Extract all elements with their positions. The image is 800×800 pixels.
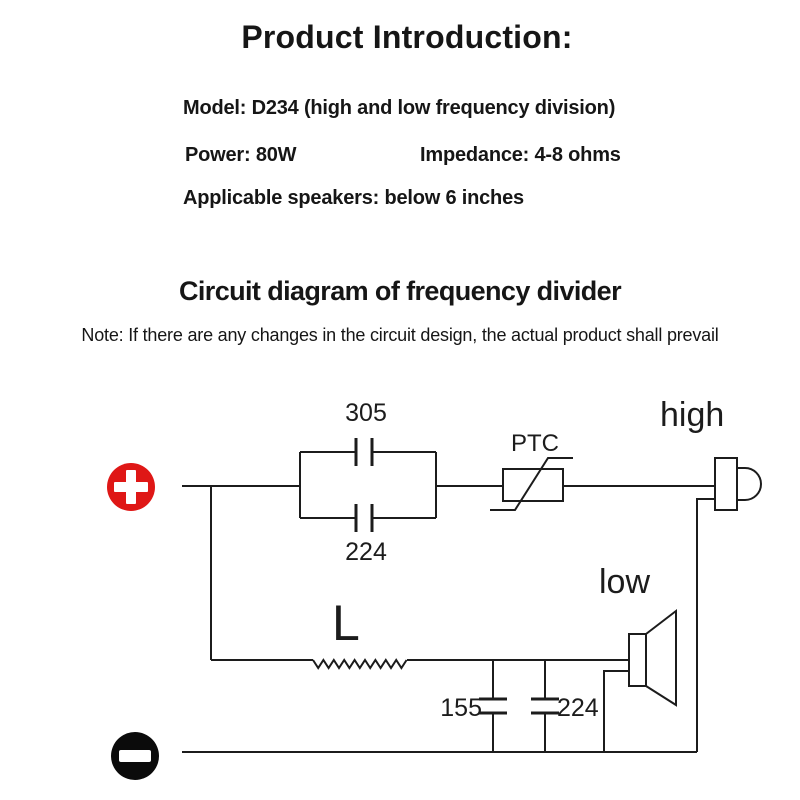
ptc-label: PTC [511,430,559,457]
capacitor-224-top-label: 224 [345,538,387,566]
woofer-return-wire [603,670,629,752]
parallel-capacitor-block [299,452,437,518]
capacitor-224-bottom-label: 224 [557,694,599,722]
ptc-diagonal [490,457,573,511]
low-pass-branch [210,486,677,752]
tweeter-return-wire [696,498,715,752]
capacitor-224-symbol [354,504,374,532]
woofer-speaker-icon [628,633,647,687]
minus-icon [111,732,159,780]
spec-applicable: Applicable speakers: below 6 inches [183,187,524,209]
inductor-symbol [312,658,408,670]
section-note: Note: If there are any changes in the ci… [81,325,719,345]
plus-icon [107,463,155,511]
page-title: Product Introduction: [241,19,573,55]
capacitor-305-symbol [354,438,374,466]
minus-bar [119,750,151,762]
capacitor-155-symbol [479,697,507,715]
tweeter-speaker-icon [714,457,738,511]
high-pass-branch [182,438,762,752]
spec-model: Model: D234 (high and low frequency divi… [183,97,616,119]
low-speaker-label: low [599,563,651,601]
inductor-label: L [332,595,360,651]
capacitor-305-label: 305 [345,399,387,427]
tweeter-dome [737,467,762,501]
plus-bar-vertical [126,470,136,504]
spec-power: Power: 80W [185,144,297,166]
ptc-symbol [502,468,564,502]
section-heading: Circuit diagram of frequency divider [178,276,622,306]
high-speaker-label: high [660,396,725,434]
woofer-cone [645,608,677,707]
spec-impedance: Impedance: 4-8 ohms [420,144,621,166]
capacitor-155-label: 155 [440,694,482,722]
capacitor-224b-symbol [531,697,559,715]
